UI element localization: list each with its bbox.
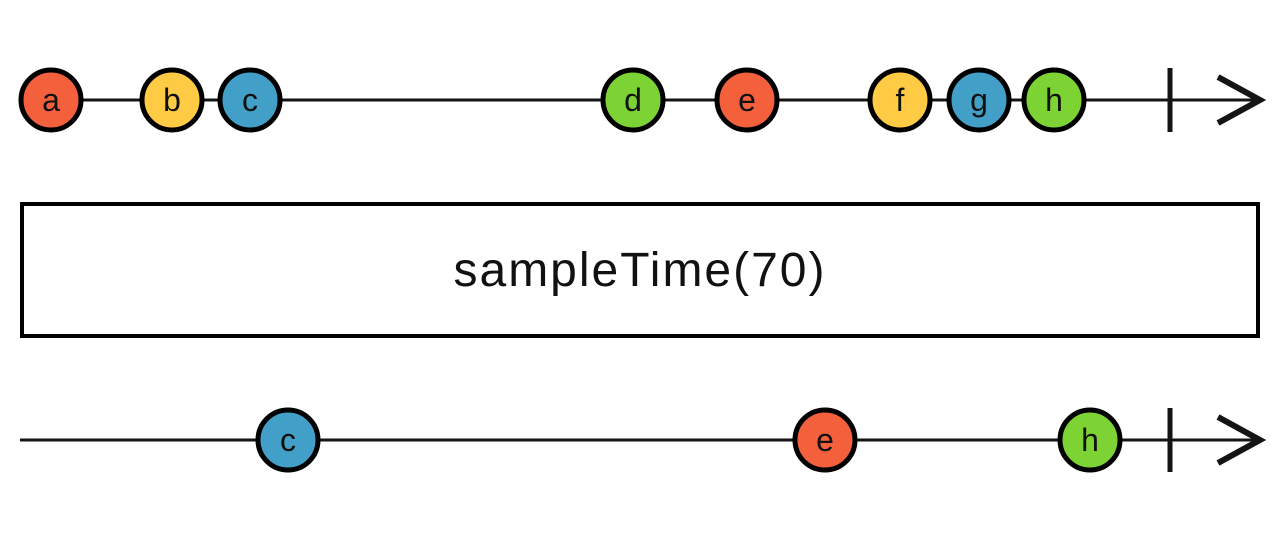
operator-box: sampleTime(70) bbox=[20, 202, 1260, 338]
output-marble-h bbox=[1057, 407, 1123, 473]
output-marble-e bbox=[792, 407, 858, 473]
input-marble-h[interactable] bbox=[1021, 67, 1087, 133]
input-marble-b[interactable] bbox=[139, 67, 205, 133]
input-marble-d[interactable] bbox=[600, 67, 666, 133]
output-marble-c bbox=[255, 407, 321, 473]
output-arrowhead-icon bbox=[1216, 414, 1267, 466]
operator-label: sampleTime(70) bbox=[453, 243, 827, 297]
input-marble-f[interactable] bbox=[867, 67, 933, 133]
input-marble-e[interactable] bbox=[714, 67, 780, 133]
input-marble-a[interactable] bbox=[18, 67, 84, 133]
input-arrowhead-icon bbox=[1216, 74, 1267, 126]
input-marble-c[interactable] bbox=[217, 67, 283, 133]
input-marble-g[interactable] bbox=[946, 67, 1012, 133]
